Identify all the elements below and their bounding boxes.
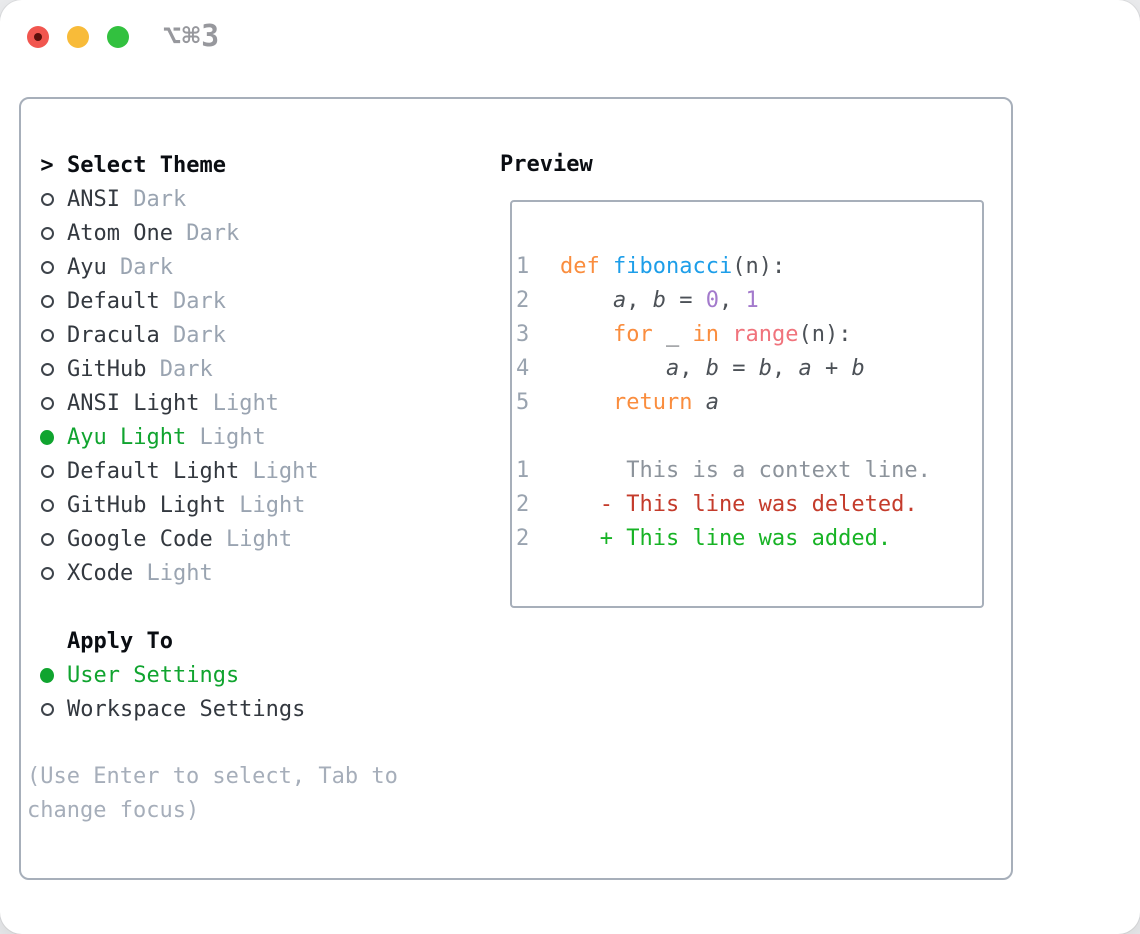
- radio-unselected-icon: [40, 352, 54, 386]
- radio-unselected-icon: [40, 182, 54, 216]
- theme-name: Google Code: [67, 526, 213, 552]
- theme-option[interactable]: Ayu Dark: [27, 250, 398, 284]
- theme-variant: Light: [252, 458, 319, 484]
- code-line: 2 a, b = 0, 1: [516, 284, 982, 318]
- code-text: def fibonacci(n):: [560, 254, 786, 279]
- theme-variant: Light: [212, 390, 279, 416]
- radio-unselected-icon: [40, 488, 54, 522]
- theme-option[interactable]: Default Dark: [27, 284, 398, 318]
- zoom-button[interactable]: [107, 26, 129, 48]
- code-text: + This line was added.: [560, 526, 892, 551]
- spacer-row: [27, 590, 398, 624]
- code-line: [516, 420, 982, 454]
- theme-variant: Light: [146, 560, 213, 586]
- line-number: 1: [516, 458, 530, 483]
- radio-unselected-icon: [40, 522, 54, 556]
- theme-variant: Dark: [186, 220, 240, 246]
- code-text: a, b = 0, 1: [612, 288, 759, 313]
- theme-option[interactable]: Dracula Dark: [27, 318, 398, 352]
- line-number: 2: [516, 492, 530, 517]
- line-number: [516, 420, 560, 454]
- radio-unselected-icon: [40, 284, 54, 318]
- theme-option[interactable]: Default Light Light: [27, 454, 398, 488]
- theme-variant: Dark: [133, 186, 187, 212]
- theme-name: Default: [67, 288, 160, 314]
- help-text: change focus): [27, 798, 200, 823]
- preview-title: Preview: [500, 152, 593, 177]
- prompt-icon: >: [40, 152, 54, 178]
- theme-name: Dracula: [67, 322, 160, 348]
- apply-to-option[interactable]: User Settings: [27, 658, 398, 692]
- line-number: 1: [516, 254, 530, 279]
- line-number: 3: [516, 322, 530, 347]
- theme-option[interactable]: XCode Light: [27, 556, 398, 590]
- radio-unselected-icon: [40, 454, 54, 488]
- code-line: 1 This is a context line.: [516, 454, 982, 488]
- code-text: a, b = b, a + b: [665, 356, 865, 381]
- theme-name: GitHub Light: [67, 492, 226, 518]
- select-theme-title: Select Theme: [67, 152, 226, 178]
- radio-unselected-icon: [40, 216, 54, 250]
- code-line: 5 return a: [516, 386, 982, 420]
- theme-name: GitHub: [67, 356, 147, 382]
- theme-variant: Light: [225, 526, 293, 552]
- radio-unselected-icon: [40, 318, 54, 352]
- titlebar: ⌥⌘3: [0, 0, 1140, 74]
- line-number: 4: [516, 356, 530, 381]
- apply-to-option[interactable]: Workspace Settings: [27, 692, 398, 726]
- minimize-button[interactable]: [67, 26, 89, 48]
- apply-to-option-label: User Settings: [67, 662, 240, 688]
- theme-option[interactable]: ANSI Light Light: [27, 386, 398, 420]
- select-theme-header: > Select Theme: [27, 148, 398, 182]
- code-text: - This line was deleted.: [560, 492, 918, 517]
- code-text: This is a context line.: [560, 458, 931, 483]
- code-text: for _ in range(n):: [612, 322, 852, 347]
- line-number: 5: [516, 390, 530, 415]
- theme-name: Default Light: [67, 458, 240, 484]
- code-text: return a: [612, 390, 719, 415]
- theme-option[interactable]: ANSI Dark: [27, 182, 398, 216]
- code-line: 2 + This line was added.: [516, 522, 982, 556]
- theme-variant: Light: [239, 492, 306, 518]
- theme-name: Ayu: [67, 254, 107, 280]
- radio-unselected-icon: [40, 556, 54, 590]
- theme-option[interactable]: GitHub Dark: [27, 352, 398, 386]
- radio-unselected-icon: [40, 386, 54, 420]
- theme-name: XCode: [67, 560, 134, 586]
- spacer-row: [27, 726, 398, 760]
- theme-option[interactable]: Atom One Dark: [27, 216, 398, 250]
- code-line: 3 for _ in range(n):: [516, 318, 982, 352]
- theme-variant: Dark: [172, 322, 226, 348]
- code-line: 1 def fibonacci(n):: [516, 250, 982, 284]
- apply-to-option-label: Workspace Settings: [67, 696, 306, 722]
- theme-variant: Light: [199, 424, 266, 450]
- code-line: 4 a, b = b, a + b: [516, 352, 982, 386]
- radio-unselected-icon: [40, 250, 54, 284]
- theme-variant: Dark: [120, 254, 173, 280]
- line-number: 2: [516, 288, 530, 313]
- theme-option[interactable]: Ayu Light Light: [27, 420, 398, 454]
- theme-name: Atom One: [67, 220, 173, 246]
- radio-selected-icon: [40, 420, 54, 454]
- theme-option[interactable]: GitHub Light Light: [27, 488, 398, 522]
- apply-to-title: Apply To: [67, 628, 173, 654]
- close-button[interactable]: [27, 26, 49, 48]
- line-number: 2: [516, 526, 530, 551]
- keyboard-shortcut-label: ⌥⌘3: [163, 19, 221, 54]
- theme-variant: Dark: [159, 356, 213, 382]
- unsaved-indicator-icon: [34, 33, 42, 41]
- help-text: (Use Enter to select, Tab to: [27, 764, 398, 789]
- theme-variant: Dark: [172, 288, 226, 314]
- radio-selected-icon: [40, 658, 54, 692]
- theme-option[interactable]: Google Code Light: [27, 522, 398, 556]
- apply-to-header: Apply To: [27, 624, 398, 658]
- theme-name: Ayu Light: [67, 424, 187, 450]
- code-line: 2 - This line was deleted.: [516, 488, 982, 522]
- theme-name: ANSI Light: [67, 390, 200, 416]
- theme-name: ANSI: [67, 186, 120, 212]
- radio-unselected-icon: [40, 692, 54, 726]
